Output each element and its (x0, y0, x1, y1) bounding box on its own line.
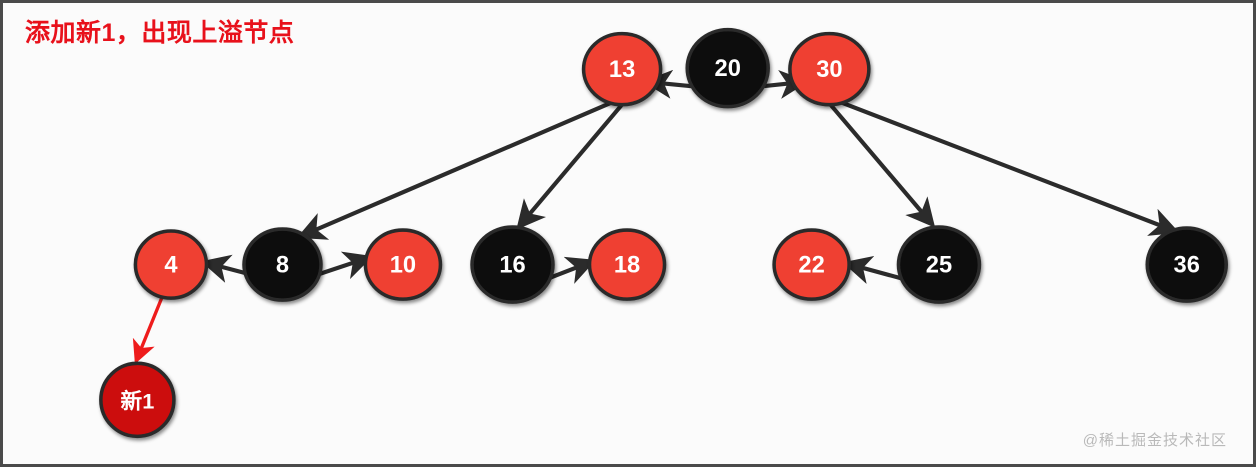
node-label: 4 (164, 253, 178, 279)
page-title: 添加新1，出现上溢节点 (25, 19, 295, 47)
tree-node-36[interactable]: 36 (1145, 226, 1228, 303)
node-label: 10 (390, 253, 416, 279)
edge-layer (132, 69, 1180, 364)
node-circle (1145, 226, 1228, 303)
tree-edge-n30-to-n36 (837, 99, 1180, 236)
node-circle (133, 229, 209, 300)
node-label: 16 (499, 253, 525, 279)
node-circle (470, 225, 555, 304)
node-label: 22 (798, 253, 824, 279)
tree-node-16[interactable]: 16 (470, 225, 555, 304)
node-circle (363, 228, 443, 301)
node-circle (581, 31, 663, 107)
red-black-tree-graph: 13 20 30 4 8 10 16 18 22 25 36 新1 (99, 27, 1228, 439)
tree-node-20[interactable]: 20 (685, 27, 770, 109)
node-circle (685, 27, 770, 109)
node-label: 20 (715, 56, 741, 82)
tree-node-22[interactable]: 22 (772, 228, 851, 301)
node-circle (587, 228, 667, 301)
node-label: 18 (614, 253, 640, 279)
node-circle (788, 31, 871, 107)
tree-node-10[interactable]: 10 (363, 228, 443, 301)
node-layer: 13 20 30 4 8 10 16 18 22 25 36 新1 (99, 27, 1228, 439)
tree-node-8[interactable]: 8 (242, 227, 323, 302)
tree-node-新1[interactable]: 新1 (99, 361, 176, 439)
tree-edge-n13-to-n16 (516, 103, 624, 230)
node-label: 8 (276, 253, 289, 279)
node-label: 30 (816, 57, 842, 83)
node-label: 36 (1174, 253, 1200, 279)
node-label: 13 (609, 57, 635, 83)
node-label: 新1 (120, 388, 154, 413)
tree-edge-n30-to-n25 (829, 103, 936, 228)
node-circle (772, 228, 851, 301)
node-label: 25 (926, 253, 952, 279)
tree-node-13[interactable]: 13 (581, 31, 663, 107)
tree-node-25[interactable]: 25 (896, 225, 982, 304)
node-circle (242, 227, 323, 302)
node-circle (896, 225, 982, 304)
tree-edge-n13-to-n8 (296, 100, 614, 240)
tree-edge-n4-to-nnew1 (132, 295, 164, 364)
watermark: @稀土掘金技术社区 (1082, 432, 1227, 449)
node-circle (99, 361, 176, 439)
tree-node-4[interactable]: 4 (133, 229, 209, 300)
tree-node-18[interactable]: 18 (587, 228, 667, 301)
tree-node-30[interactable]: 30 (788, 31, 871, 107)
